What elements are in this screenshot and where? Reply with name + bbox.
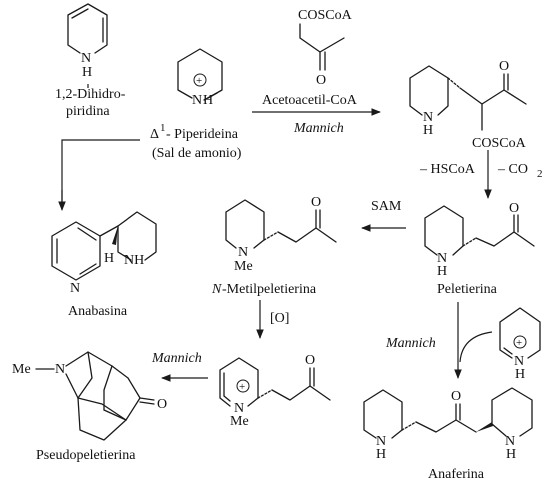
n-methylpelletierine-label: -Metilpeletierina	[222, 282, 317, 297]
n-methylpelletierine-prefix: N	[211, 282, 222, 297]
atom-n: N	[423, 110, 433, 125]
atom-n: N	[505, 434, 515, 449]
mannich-label-2: Mannich	[385, 336, 436, 351]
loss-co2-label: – CO	[497, 162, 528, 177]
sam-label: SAM	[371, 199, 402, 214]
atom-h: H	[506, 447, 516, 462]
atom-h: H	[515, 367, 525, 382]
dihydropyridine-label-1: 1,2-Dihidro-	[55, 87, 126, 102]
oxidation-label: [O]	[270, 311, 289, 326]
plus-charge: +	[239, 381, 245, 393]
loss-hscoa-label: – HSCoA	[419, 162, 476, 177]
atom-o: O	[509, 201, 519, 216]
pyridine-n: N	[70, 281, 80, 296]
coscoa-group: COSCoA	[472, 136, 527, 151]
piperideine-structure: + N H	[177, 48, 223, 108]
atom-o: O	[305, 353, 315, 368]
to-anabasine-arrow	[61, 84, 140, 208]
atom-n: N	[376, 434, 386, 449]
atom-o: O	[499, 59, 509, 74]
atom-nh: NH	[124, 253, 144, 268]
mannich-label-3: Mannich	[151, 351, 202, 366]
atom-h: H	[376, 447, 386, 462]
atom-nh: N	[81, 51, 91, 66]
pelletierine-structure: N H O	[424, 201, 535, 279]
atom-h: H	[423, 123, 433, 138]
atom-h: H	[104, 251, 114, 266]
pseudopelletierine-structure: Me N O	[12, 351, 167, 441]
piperideine-delta: Δ	[150, 127, 159, 142]
atom-o: O	[316, 73, 326, 88]
pelletierine-label: Peletierina	[437, 282, 498, 297]
piperideine-salt-label: (Sal de amonio)	[152, 146, 242, 161]
anabasine-label: Anabasina	[68, 304, 128, 319]
atom-o: O	[311, 195, 321, 210]
atom-n: N	[238, 245, 248, 260]
dihydropyridine-structure: N H	[67, 3, 108, 80]
loss-co2-subscript: 2	[537, 168, 543, 180]
atom-n: N	[437, 251, 447, 266]
atom-h: H	[203, 93, 213, 108]
pseudopelletierine-label: Pseudopeletierina	[36, 448, 136, 463]
atom-n: N	[55, 362, 65, 377]
dihydropyridine-label-2: piridina	[66, 104, 110, 119]
iminium-intermediate-structure: + N Me O	[219, 353, 331, 429]
methyl-group: Me	[234, 259, 253, 274]
atom-h: H	[82, 65, 92, 80]
piperideine-right-structure: + N H	[499, 307, 541, 382]
plus-charge: +	[196, 75, 202, 87]
piperideine-superscript: 1	[160, 122, 166, 134]
anaferine-structure: N H O N H	[363, 387, 533, 462]
atom-h: H	[437, 264, 447, 279]
methyl-group: Me	[230, 414, 249, 429]
plus-charge: +	[516, 337, 522, 349]
atom-n: N	[514, 354, 524, 369]
mannich-label-1: Mannich	[293, 121, 344, 136]
atom-nh: N	[192, 93, 202, 108]
acetoacetyl-coa-label: Acetoacetil-CoA	[262, 93, 358, 108]
anabasine-structure: N H NH	[51, 211, 157, 296]
acetoacetyl-coa-structure: COSCoA O	[298, 8, 353, 88]
atom-o: O	[451, 389, 461, 404]
mannich-curved-arrow	[459, 331, 493, 363]
atom-o: O	[157, 397, 167, 412]
anaferine-label: Anaferina	[428, 467, 485, 482]
atom-n: N	[234, 401, 244, 416]
n-methylpelletierine-structure: N Me O	[225, 195, 337, 274]
coscoa-group: COSCoA	[298, 8, 353, 23]
methyl-group: Me	[12, 362, 31, 377]
coscoa-intermediate-structure: N H O COSCoA	[409, 59, 527, 151]
piperideine-name: - Piperideina	[166, 127, 239, 142]
